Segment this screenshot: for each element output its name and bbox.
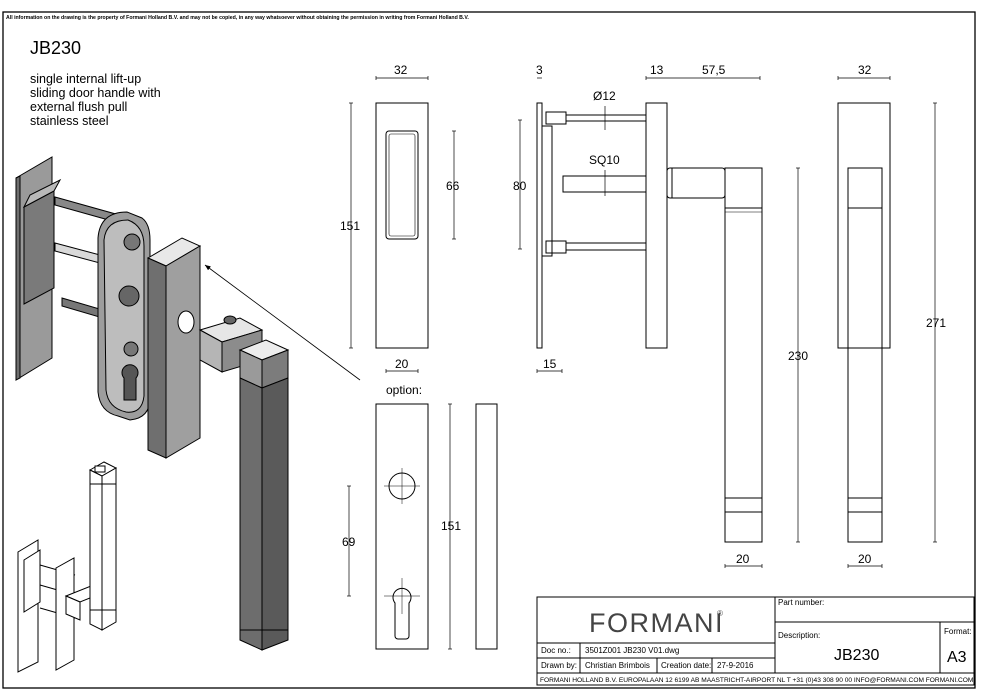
isometric-assembly (15, 156, 361, 651)
description-value: JB230 (834, 647, 879, 664)
dim-rose-thickness: 13 (650, 63, 664, 77)
description-line: sliding door handle with (30, 86, 161, 100)
copyright-notice: All information on the drawing is the pr… (6, 15, 469, 21)
dim-back-width: 32 (858, 63, 872, 77)
description-line: external flush pull (30, 100, 128, 114)
creation-date-label: Creation date: (661, 661, 711, 670)
dim-projection: 57,5 (702, 63, 726, 77)
dim-plate-width: 32 (394, 63, 408, 77)
dim-plate-bottom-width: 20 (395, 357, 409, 371)
title-block (536, 596, 975, 686)
description-line: single internal lift-up (30, 72, 142, 86)
dim-lever-length: 230 (788, 349, 808, 363)
format-label: Format: (944, 627, 972, 636)
format-value: A3 (947, 649, 967, 666)
side-view (517, 75, 801, 569)
back-view (837, 75, 938, 569)
model-title: JB230 (30, 38, 82, 58)
dim-lever-width-side: 20 (736, 552, 750, 566)
description-label: Description: (778, 631, 820, 640)
brand-mark: ® (717, 609, 723, 618)
dim-rod-diameter: Ø12 (593, 89, 616, 103)
description-line: stainless steel (30, 114, 109, 128)
drawn-by-value: Christian Brimbois (585, 661, 650, 670)
drawn-by-label: Drawn by: (541, 661, 577, 670)
dim-total-height: 271 (926, 316, 946, 330)
isometric-small (17, 461, 118, 673)
dim-recess-height: 66 (446, 179, 460, 193)
doc-no-label: Doc no.: (541, 646, 571, 655)
sheet-border (2, 11, 976, 689)
dim-side-depth: 15 (543, 357, 557, 371)
dim-option-height: 151 (441, 519, 461, 533)
dim-plate-height: 151 (340, 219, 360, 233)
dim-plate-thickness: 3 (536, 63, 543, 77)
dim-spindle: SQ10 (589, 153, 620, 167)
creation-date-value: 27-9-2016 (717, 661, 754, 670)
doc-no-value: 3501Z001 JB230 V01.dwg (585, 646, 679, 655)
part-number-label: Part number: (778, 598, 824, 607)
footer-address: FORMANI HOLLAND B.V. EUROPALAAN 12 6199 … (540, 677, 973, 684)
dim-option-hole-spacing: 69 (342, 535, 356, 549)
brand-logo: FORMANI (589, 608, 724, 638)
dim-back-bottom-width: 20 (858, 552, 872, 566)
front-view (348, 75, 457, 374)
option-label: option: (386, 383, 422, 397)
dim-side-height: 80 (513, 179, 527, 193)
option-view (346, 403, 498, 650)
